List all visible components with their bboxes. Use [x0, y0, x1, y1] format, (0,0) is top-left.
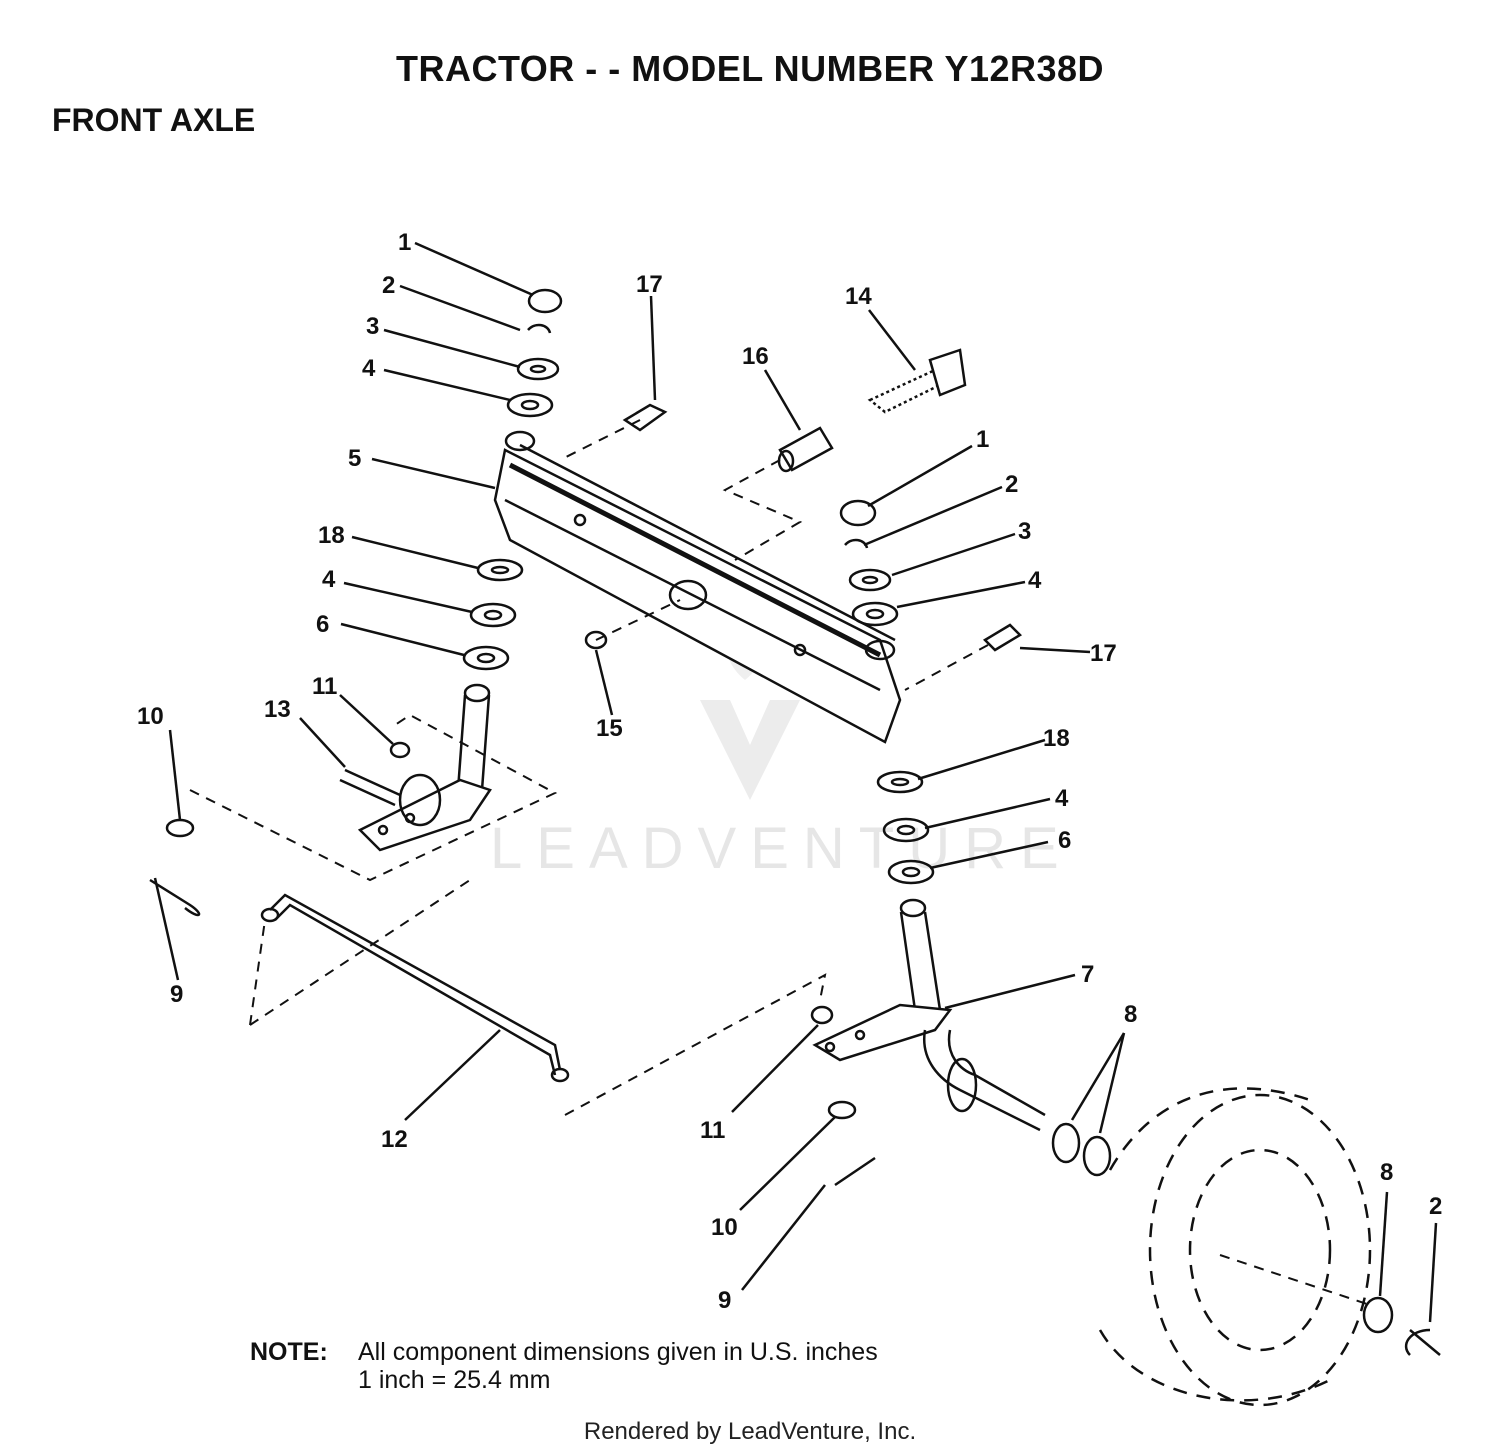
callout-8: 8 — [1124, 1001, 1137, 1028]
callout-3: 3 — [1018, 518, 1031, 545]
wheel-part — [1098, 1087, 1372, 1407]
callout-1: 1 — [398, 229, 411, 256]
spacer-16-part — [777, 426, 834, 473]
washer-10-a — [165, 818, 195, 838]
callout-8: 8 — [1380, 1159, 1393, 1186]
left-bottom-stack — [462, 558, 524, 671]
callout-7: 7 — [1081, 961, 1094, 988]
callout-3: 3 — [366, 313, 379, 340]
page-title: TRACTOR - - MODEL NUMBER Y12R38D — [395, 48, 1105, 89]
callout-10: 10 — [137, 703, 164, 730]
callout-1: 1 — [976, 426, 989, 453]
callout-11: 11 — [700, 1117, 725, 1144]
callout-11: 11 — [312, 673, 337, 700]
left-spindle-part — [339, 683, 492, 852]
callout-15: 15 — [596, 715, 623, 742]
footer-credit: Rendered by LeadVenture, Inc. — [583, 1418, 917, 1445]
left-top-stack — [506, 288, 563, 418]
cotter-pin-9-b — [834, 1156, 876, 1187]
parts — [149, 288, 1441, 1407]
assembly-lines — [189, 419, 1371, 1306]
grease-fitting-17-a — [622, 403, 668, 432]
watermark: LEADVENTURE — [490, 600, 1073, 881]
callout-2: 2 — [1005, 471, 1018, 498]
callout-9: 9 — [718, 1287, 731, 1314]
callout-4: 4 — [1055, 785, 1069, 812]
callout-2: 2 — [1429, 1193, 1442, 1220]
callout-12: 12 — [381, 1126, 408, 1153]
washer-10-b — [827, 1100, 857, 1120]
callout-17: 17 — [1090, 640, 1117, 667]
grease-fitting-17-b — [982, 623, 1023, 652]
washer-8-a — [1051, 1122, 1081, 1164]
washer-8-b — [1082, 1135, 1112, 1177]
watermark-text: LEADVENTURE — [490, 816, 1073, 881]
tie-rod-12-part — [260, 893, 570, 1083]
right-spindle-part — [810, 898, 1046, 1132]
callout-5: 5 — [348, 445, 361, 472]
nut-15 — [584, 630, 608, 650]
right-bottom-stack — [876, 770, 935, 885]
section-title: FRONT AXLE — [52, 102, 256, 138]
right-top-stack — [839, 499, 899, 627]
washer-8-c — [1362, 1296, 1394, 1334]
callout-4: 4 — [322, 566, 336, 593]
watermark-logo — [700, 700, 800, 800]
note-line-1: All component dimensions given in U.S. i… — [358, 1338, 878, 1366]
callout-17: 17 — [636, 271, 663, 298]
callout-2: 2 — [382, 272, 395, 299]
callout-numbers: 1 2 3 4 5 18 4 6 17 14 16 1 2 3 4 17 15 … — [137, 229, 1442, 1314]
callout-4: 4 — [362, 355, 376, 382]
callout-16: 16 — [742, 343, 769, 370]
note-line-2: 1 inch = 25.4 mm — [358, 1366, 551, 1394]
callout-6: 6 — [1058, 827, 1071, 854]
callout-10: 10 — [711, 1214, 738, 1241]
callout-9: 9 — [170, 981, 183, 1008]
callout-13: 13 — [264, 696, 291, 723]
callout-18: 18 — [318, 522, 345, 549]
callout-4: 4 — [1028, 567, 1042, 594]
callout-14: 14 — [845, 283, 872, 310]
axle-beam-part — [493, 430, 902, 744]
cotter-pin-9-a — [149, 878, 201, 917]
callout-18: 18 — [1043, 725, 1070, 752]
callout-6: 6 — [316, 611, 329, 638]
leader-lines — [153, 241, 1438, 1323]
note-label: NOTE: — [250, 1338, 328, 1366]
bolt-14-part — [867, 348, 967, 414]
clip-2 — [1404, 1328, 1441, 1356]
